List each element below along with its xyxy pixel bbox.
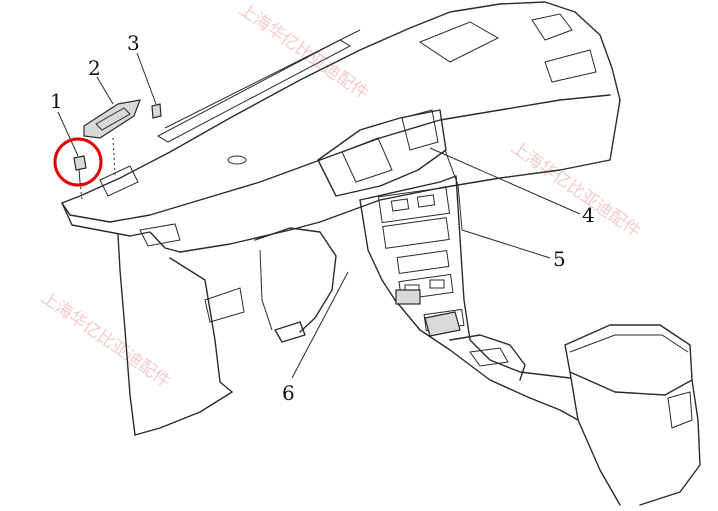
watermark-text: 上海华亿比亚迪配件 [37,288,174,392]
callout-6: 6 [282,381,295,405]
part-3-clip [151,103,162,119]
callout-5: 5 [553,247,566,271]
callout-2: 2 [88,56,101,80]
rear-console [529,324,701,506]
callout-4: 4 [582,203,595,227]
watermark-text: 上海华亿比亚迪配件 [507,138,644,242]
center-stack [317,109,571,399]
highlight-circle [53,137,103,187]
leader-lines [57,52,581,379]
dashboard-top [61,1,621,223]
dashboard-face [61,99,621,436]
watermark-group: 上海华亿比亚迪配件 上海华亿比亚迪配件 上海华亿比亚迪配件 [37,0,644,392]
switch-block [395,289,421,305]
part-1-fastener [73,155,87,171]
callout-3: 3 [127,31,140,55]
watermark-text: 上海华亿比亚迪配件 [235,0,372,104]
callout-1: 1 [50,89,63,113]
switch-block [424,311,461,337]
part-2-trim-panel [83,99,141,139]
